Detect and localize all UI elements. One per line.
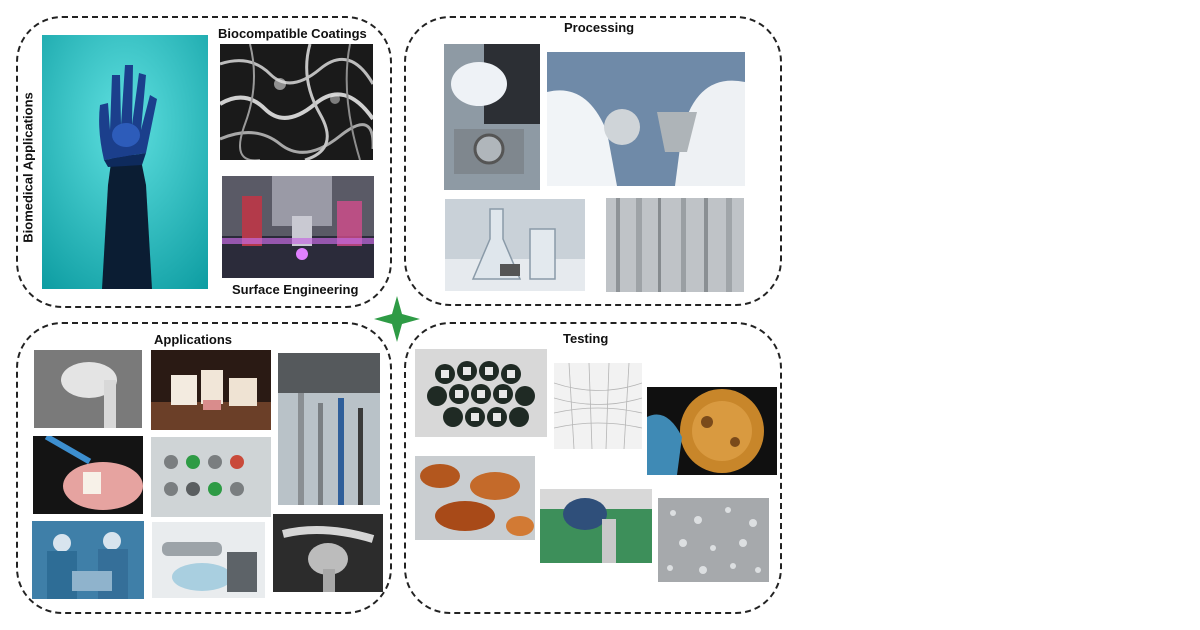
surgical-tools-image — [278, 353, 380, 505]
droplet-surface-image — [658, 498, 769, 582]
applications-panel — [16, 322, 392, 614]
laser-machine-image — [222, 176, 374, 278]
coating-micrograph-image — [220, 44, 373, 160]
testing-panel — [404, 322, 782, 614]
processing-panel — [404, 16, 782, 306]
lattice-parts-image — [547, 52, 745, 186]
metal-sheet-image — [606, 198, 744, 292]
robotic-hand-image — [42, 35, 208, 289]
test-specimens-image — [415, 349, 547, 437]
biomedical-panel — [16, 16, 392, 308]
lab-glassware-image — [445, 199, 585, 291]
testing-machine-image — [540, 489, 652, 563]
biocompatible-coatings-label: Biocompatible Coatings — [218, 26, 367, 41]
shoulder-implant-image — [34, 350, 142, 428]
shoulder-xray-image — [273, 514, 383, 592]
testing-title: Testing — [563, 331, 609, 346]
petri-dish-image — [647, 387, 777, 475]
processing-title: Processing — [564, 20, 635, 35]
mesh-grid-image — [554, 363, 642, 449]
dental-equipment-image — [152, 522, 265, 598]
four-point-star-icon — [374, 296, 420, 342]
biomedical-side-label: Biomedical Applications — [20, 92, 36, 243]
surface-engineering-label: Surface Engineering — [232, 282, 359, 297]
surgery-team-image — [32, 521, 144, 599]
implant-kit-image — [151, 437, 271, 517]
applications-title: Applications — [154, 332, 233, 347]
gloved-hand-part-image — [444, 44, 540, 190]
dental-model-image — [151, 350, 271, 430]
dental-veneer-image — [33, 436, 143, 514]
corrosion-surface-image — [415, 456, 535, 540]
